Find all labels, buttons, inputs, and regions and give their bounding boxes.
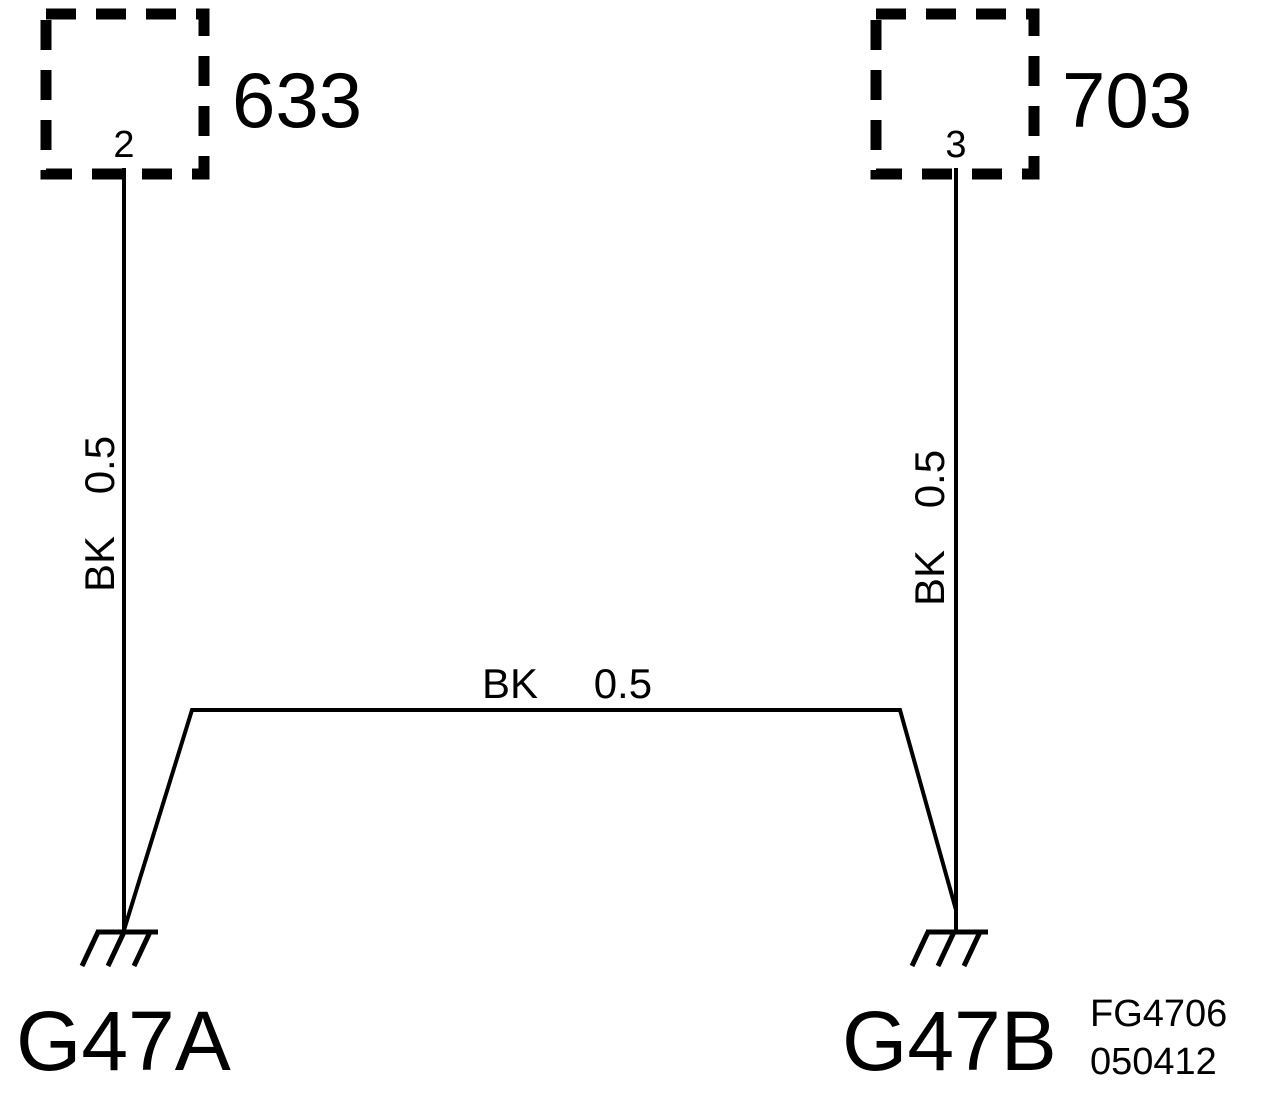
connector-633-box: [40, 8, 210, 180]
connector-703: 703 3: [870, 8, 1192, 180]
wire-bridge-size: 0.5: [594, 660, 652, 707]
connector-633-pin: 2: [113, 124, 134, 166]
wire-bridge: [122, 708, 958, 931]
ground-symbol-left: [79, 929, 158, 968]
svg-text:BK 0.5: BK 0.5: [906, 450, 953, 606]
connector-633: 633 2: [40, 8, 362, 180]
ground-symbol-right: [909, 929, 988, 968]
svg-text:BK 0.5: BK 0.5: [76, 436, 123, 592]
connector-633-label: 633: [232, 56, 362, 144]
connector-703-pin: 3: [945, 124, 966, 166]
wire-left-label: BK 0.5: [76, 436, 123, 592]
wire-right-color: BK: [906, 550, 953, 606]
connector-703-box: [870, 8, 1040, 180]
wire-right-label: BK 0.5: [906, 450, 953, 606]
ground-label-g47b: G47B: [842, 994, 1057, 1088]
wire-left-color: BK: [76, 536, 123, 592]
figure-date: 050412: [1090, 1041, 1217, 1083]
connector-703-label: 703: [1062, 56, 1192, 144]
wire-bridge-color: BK: [482, 660, 538, 707]
wire-right-size: 0.5: [906, 450, 953, 508]
wire-left-size: 0.5: [76, 436, 123, 494]
wire-bridge-label: BK 0.5: [482, 660, 652, 707]
figure-code: FG4706: [1090, 993, 1227, 1035]
ground-label-g47a: G47A: [16, 994, 231, 1088]
